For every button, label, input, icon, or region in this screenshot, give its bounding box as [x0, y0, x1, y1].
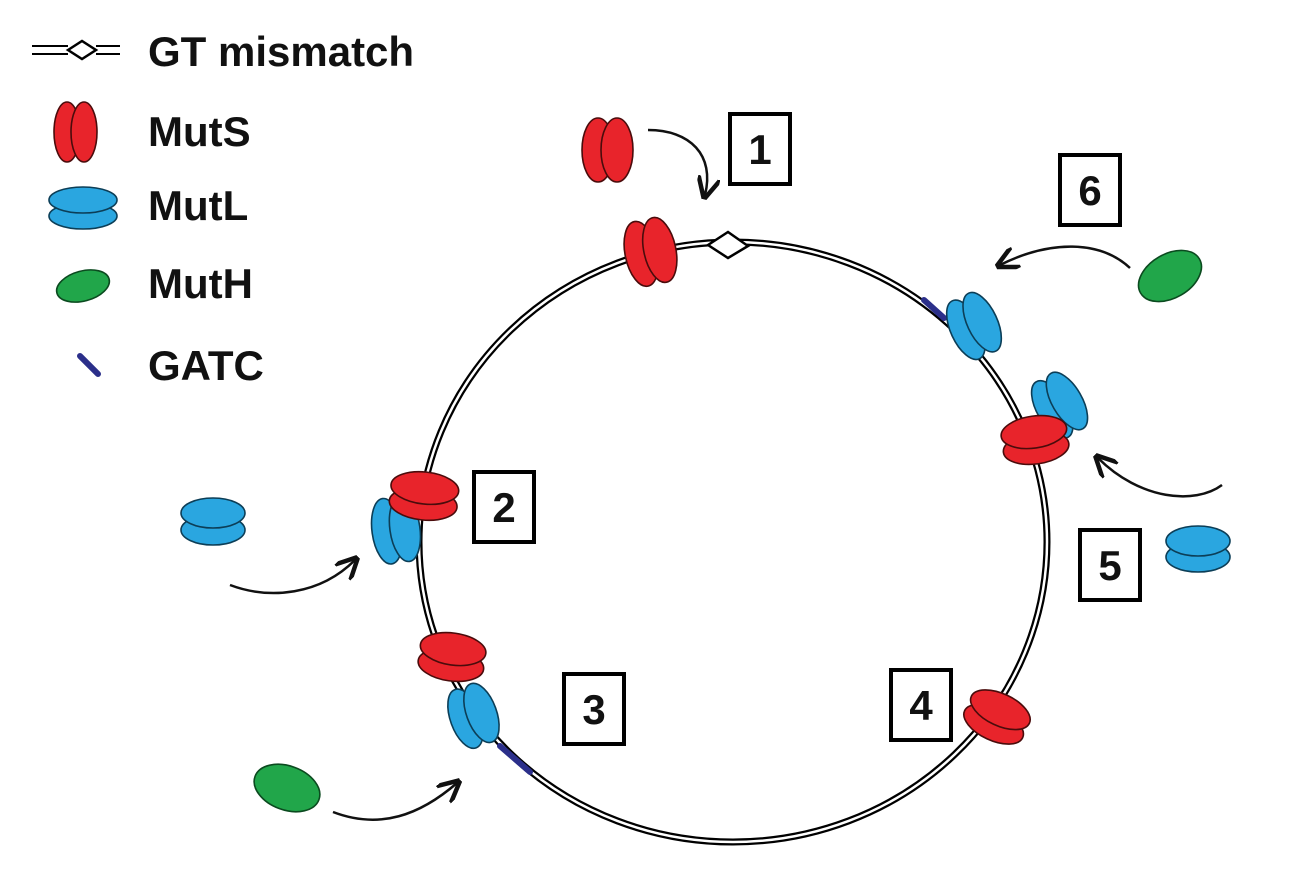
step-3-label: 3 [582, 686, 605, 733]
legend-mutl-label: MutL [148, 182, 248, 229]
step-4-box [889, 668, 953, 742]
step-6-label: 6 [1078, 167, 1101, 214]
muts-bound-2 [388, 470, 460, 522]
step-1-box [728, 112, 792, 186]
step-3: 3 [253, 631, 626, 821]
step-5-arrow [1098, 458, 1223, 498]
step-2-box [472, 470, 536, 544]
muts-bound-5 [1000, 414, 1070, 466]
legend-muth-label: MutH [148, 260, 253, 307]
legend-gatc: GATC [77, 342, 264, 389]
legend-gatc-label: GATC [148, 342, 264, 389]
legend-mutl: MutL [48, 182, 248, 230]
mutl-bound-6 [945, 291, 1003, 361]
legend: GT mismatch MutS MutL MutH GATC [32, 28, 414, 389]
step-5: 5 [1000, 371, 1231, 602]
step-5-label: 5 [1098, 542, 1121, 589]
muts-bound-mismatch [623, 216, 678, 288]
step-5-box [1078, 528, 1142, 602]
step-2-label: 2 [492, 484, 515, 531]
step-2: 2 [180, 470, 536, 595]
mismatch-site [705, 230, 751, 260]
step-6-arrow [1000, 245, 1131, 268]
step-6-box [1058, 153, 1122, 227]
legend-mismatch-label: GT mismatch [148, 28, 414, 75]
step-1-arrow [647, 128, 707, 195]
muts-bound-4 [963, 689, 1031, 745]
legend-muth: MutH [55, 260, 253, 307]
mismatch-icon [32, 39, 120, 61]
legend-muts: MutS [53, 101, 251, 163]
muts-bound-3 [417, 631, 487, 683]
muth-free-3 [253, 763, 321, 813]
muth-icon [55, 269, 111, 303]
muts-free [581, 117, 634, 183]
mutl-bound-3 [447, 682, 500, 750]
gatc-site-upper [921, 297, 947, 321]
step-3-box [562, 672, 626, 746]
step-1-label: 1 [748, 126, 771, 173]
mutl-icon [48, 186, 118, 230]
step-4-label: 4 [909, 682, 933, 729]
mutl-free-2 [180, 497, 246, 546]
step-1: 1 [581, 112, 792, 288]
step-2-arrow [229, 560, 355, 595]
muts-icon [53, 101, 98, 163]
gatc-icon [77, 353, 101, 377]
gatc-site-lower [497, 743, 533, 775]
step-4: 4 [889, 668, 1031, 745]
step-6: 6 [945, 153, 1203, 361]
step-3-arrow [332, 783, 457, 821]
legend-muts-label: MutS [148, 108, 251, 155]
mutl-free-5 [1165, 525, 1231, 573]
legend-mismatch: GT mismatch [32, 28, 414, 75]
muth-free-6 [1137, 249, 1203, 303]
